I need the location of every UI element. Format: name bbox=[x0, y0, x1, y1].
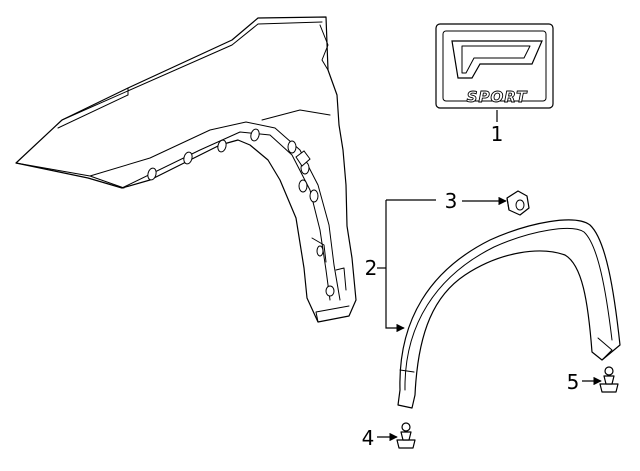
callout-4: 4 bbox=[362, 426, 375, 450]
callout-1: 1 bbox=[491, 122, 504, 146]
leader-2-bracket bbox=[385, 200, 405, 333]
callout-3: 3 bbox=[445, 189, 458, 213]
emblem-sport-text: SPORT bbox=[467, 88, 528, 106]
leader-lines bbox=[377, 110, 602, 442]
f-logo bbox=[451, 40, 543, 79]
fender-mounting-holes bbox=[147, 128, 335, 297]
f-sport-emblem: SPORT bbox=[435, 23, 554, 109]
callout-5: 5 bbox=[567, 370, 580, 394]
callout-2: 2 bbox=[365, 256, 378, 280]
fender-arch-molding bbox=[397, 219, 621, 409]
clip-nut bbox=[506, 190, 530, 216]
push-clip-lower bbox=[396, 422, 416, 449]
fender-panel bbox=[15, 16, 357, 323]
push-clip-right bbox=[599, 366, 619, 393]
